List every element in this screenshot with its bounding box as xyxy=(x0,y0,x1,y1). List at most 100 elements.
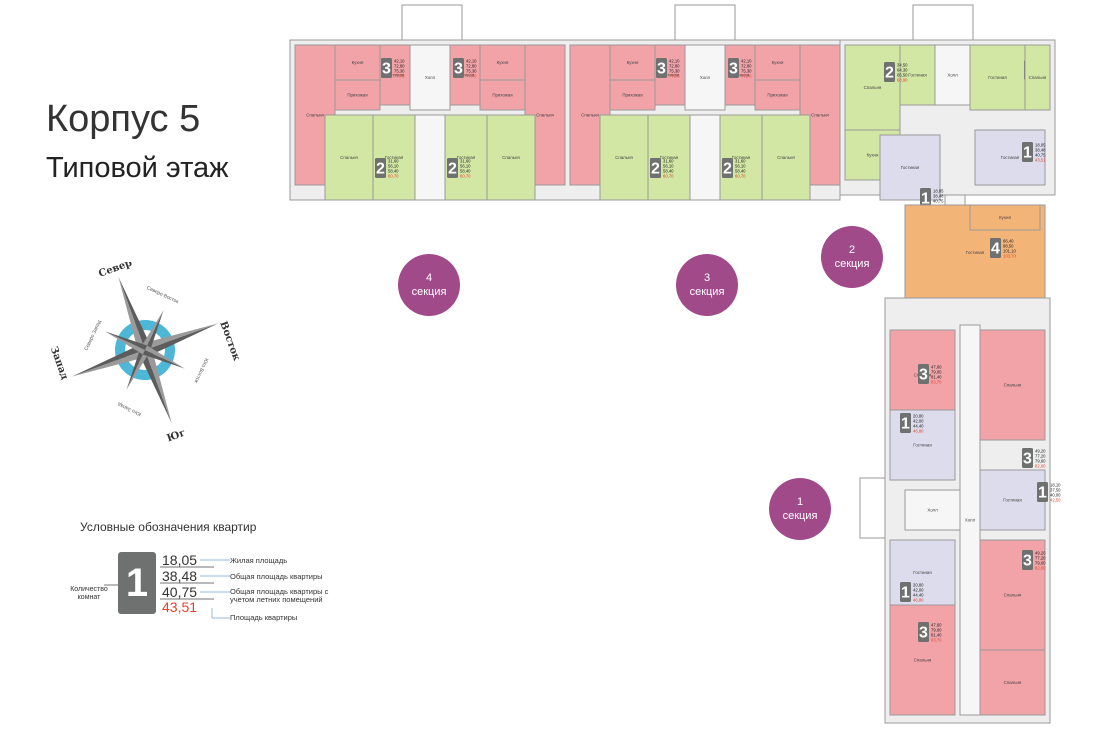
apartment-area-value: 75,30 xyxy=(466,69,477,74)
legend-qty-label: Количество комнат xyxy=(70,586,108,601)
section-1-marker[interactable]: 1 секция xyxy=(769,478,831,540)
room-label: Кухня xyxy=(999,215,1011,220)
apartment-rooms-number: 3 xyxy=(454,61,463,78)
apartment-area-value: 58,40 xyxy=(663,169,674,174)
legend-title: Условные обозначения квартир xyxy=(80,520,257,534)
compass-nw: Северо Запад xyxy=(83,319,102,351)
apartment-area-value: 43,51 xyxy=(1035,158,1046,163)
apartment-area-value: 42,00 xyxy=(913,588,924,593)
apartment-area-value: 98,50 xyxy=(1003,244,1014,249)
apartment-area-value: 82,00 xyxy=(1035,464,1046,469)
apartment-rooms-badge[interactable] xyxy=(381,58,392,78)
apartment-area-value: 31,60 xyxy=(460,159,471,164)
apartment-area-value: 42,10 xyxy=(669,59,680,64)
compass-ne: Северо Восток xyxy=(145,285,180,305)
apartment-rooms-number: 3 xyxy=(919,625,928,642)
apartment-rooms-number: 3 xyxy=(1023,553,1032,570)
room-label: Спальня xyxy=(914,658,932,663)
apartment-area-value: 58,40 xyxy=(388,169,399,174)
section-2-label: секция xyxy=(834,258,870,270)
apartment-rooms-badge[interactable] xyxy=(900,582,911,602)
room-label: Спальня xyxy=(306,113,324,118)
room-living xyxy=(979,469,1046,531)
section-3-marker[interactable]: 3 секция xyxy=(676,254,738,316)
apartment-area-value: 103,70 xyxy=(1003,254,1016,259)
apartment-rooms-badge[interactable] xyxy=(884,62,895,82)
apartment-area-value: 60,70 xyxy=(735,174,746,179)
apartment-rooms-badge[interactable] xyxy=(656,58,667,78)
apartment-rooms-badge[interactable] xyxy=(1022,142,1033,162)
apartment-area-value: 60,70 xyxy=(388,174,399,179)
room-label: Гостиная xyxy=(1001,155,1020,160)
room-kitchen xyxy=(609,44,656,81)
apartment-area-value: 40,75 xyxy=(1035,153,1046,158)
apartment-rooms-badge[interactable] xyxy=(918,622,929,642)
room-bedroom xyxy=(979,329,1046,441)
section-2-number: 2 xyxy=(848,244,856,256)
apartment-rooms-number: 2 xyxy=(885,65,894,82)
apartment-area-value: 66,40 xyxy=(1003,239,1014,244)
room-label: Гостиная xyxy=(385,155,404,160)
room-kitchen xyxy=(334,44,381,81)
section-4-marker[interactable]: 4 секция xyxy=(398,254,460,316)
apartment-rooms-number: 3 xyxy=(657,61,666,78)
room-living xyxy=(899,44,936,106)
apartment-rooms-badge[interactable] xyxy=(375,158,386,178)
apartment-area-value: 101,10 xyxy=(1003,249,1016,254)
apartment-rooms-badge[interactable] xyxy=(918,364,929,384)
room-bedroom xyxy=(761,114,811,201)
room-label: Прихожая xyxy=(622,93,643,98)
room-kitchen xyxy=(969,204,1041,231)
apartment-area-value: 75,30 xyxy=(669,69,680,74)
compass-sw: Юго Запад xyxy=(117,401,142,417)
apartment-rooms-number: 2 xyxy=(376,161,385,178)
apartment-rooms-badge[interactable] xyxy=(990,238,1001,258)
legend-total-value: 38,48 xyxy=(162,568,198,584)
apartment-rooms-badge[interactable] xyxy=(920,188,931,208)
apartment-rooms-badge[interactable] xyxy=(1022,448,1033,468)
section-2-marker[interactable]: 2 секция xyxy=(821,226,883,288)
apartment-rooms-badge[interactable] xyxy=(453,58,464,78)
apartment-area-value: 49,20 xyxy=(1035,551,1046,556)
room-label: Спальня xyxy=(1004,680,1022,685)
room-label: Спальня xyxy=(581,113,599,118)
apartment-rooms-badge[interactable] xyxy=(650,158,661,178)
apartment-area-value: 72,80 xyxy=(669,64,680,69)
apartment-rooms-number: 3 xyxy=(729,61,738,78)
room-label: Прихожая xyxy=(347,93,368,98)
room-corridor xyxy=(904,489,961,531)
room-corridor xyxy=(689,114,721,201)
room-label: Гостиная xyxy=(386,73,405,78)
balcony xyxy=(401,4,463,41)
apartment-rooms-badge[interactable] xyxy=(447,158,458,178)
legend-qty-pointer xyxy=(104,584,118,586)
section-3-label: секция xyxy=(689,286,725,298)
apartment-area-value: 75,30 xyxy=(741,69,752,74)
apartment-area-value: 77,70 xyxy=(669,74,680,79)
apartment-area-value: 60,70 xyxy=(663,174,674,179)
compass-south: Юг xyxy=(165,428,187,442)
apartment-area-value: 49,20 xyxy=(1035,449,1046,454)
legend-living-desc: Жилая площадь xyxy=(230,556,288,565)
apartment-area-value: 42,10 xyxy=(466,59,477,64)
apartment-rooms-badge[interactable] xyxy=(728,58,739,78)
apartment-area-value: 77,70 xyxy=(741,74,752,79)
apartment-area-value: 58,40 xyxy=(735,169,746,174)
apartment-rooms-badge[interactable] xyxy=(1037,482,1048,502)
apartment-rooms-badge[interactable] xyxy=(1022,550,1033,570)
apartment-area-value: 44,40 xyxy=(913,593,924,598)
apartment-rooms-number: 1 xyxy=(1038,485,1047,502)
apartment-rooms-number: 3 xyxy=(382,61,391,78)
apartment-rooms-badge[interactable] xyxy=(722,158,733,178)
apartment-area-value: 83,70 xyxy=(931,638,942,643)
section-1-number: 1 xyxy=(796,496,804,508)
room-label: Спальня xyxy=(1004,593,1022,598)
room-label: Спальня xyxy=(1004,383,1022,388)
apartment-area-value: 42,10 xyxy=(394,59,405,64)
apartment-rooms-badge[interactable] xyxy=(900,413,911,433)
apartment-area-value: 68,90 xyxy=(897,78,908,83)
room-bedroom xyxy=(1024,44,1051,111)
apartment-area-value: 47,60 xyxy=(931,623,942,628)
room-label: Спальня xyxy=(777,155,795,160)
apartment-area-value: 18,05 xyxy=(1035,143,1046,148)
